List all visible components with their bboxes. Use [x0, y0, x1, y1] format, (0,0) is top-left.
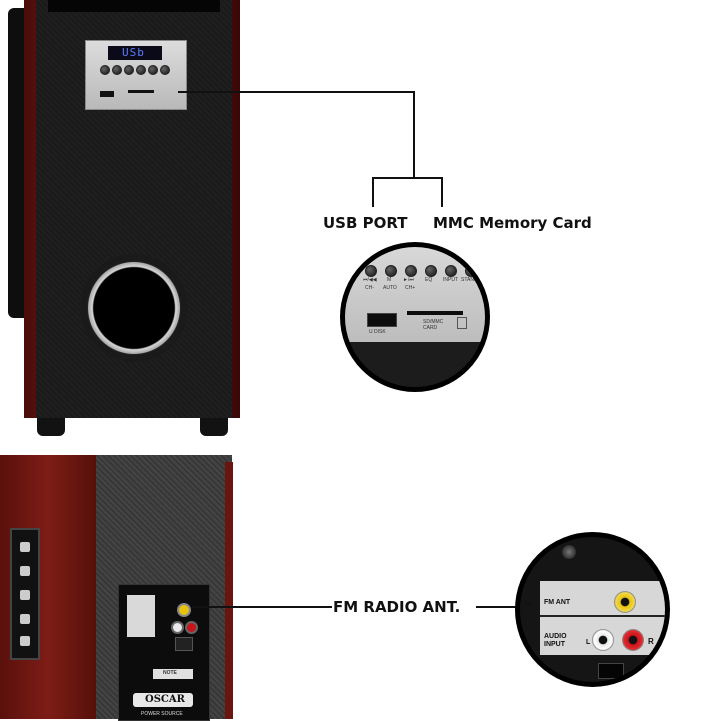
zoom-label-mode: M: [387, 277, 392, 283]
mode-button[interactable]: [112, 65, 122, 75]
back-cabinet-edge: [225, 462, 233, 719]
back-note-text: NOTE: [163, 670, 177, 676]
zoom-usb-port[interactable]: [367, 313, 397, 327]
zoom-label-standby: STANDBY: [461, 277, 485, 283]
speaker-foot-right: [200, 418, 228, 436]
led-display: USb: [108, 46, 162, 60]
zoom-card-icon: [457, 317, 467, 329]
callout-line-v3: [441, 177, 443, 207]
back-power-source: POWER SOURCE: [141, 711, 183, 717]
side-switch-1[interactable]: [20, 542, 30, 552]
card-slot[interactable]: [128, 90, 154, 93]
zoom-label-prev: ⏮/◀◀: [363, 277, 377, 283]
standby-button[interactable]: [160, 65, 170, 75]
eq-button[interactable]: [136, 65, 146, 75]
zoom-next-button[interactable]: [405, 265, 417, 277]
zoom-right-mark: R: [648, 637, 654, 646]
speaker-side-shadow: [8, 8, 28, 318]
zoom-rca-red[interactable]: [622, 629, 644, 651]
usb-port-label: USB PORT: [323, 214, 408, 232]
zoom-screw: [562, 545, 576, 559]
panel-buttons: [100, 65, 180, 77]
zoom-left-mark: L: [586, 639, 591, 646]
back-power-switch[interactable]: [175, 637, 193, 651]
callout-line-h2: [372, 177, 443, 179]
zoom-input-button[interactable]: [445, 265, 457, 277]
zoom-usb-caption: U DISK: [369, 329, 386, 335]
fm-radio-label: FM RADIO ANT.: [333, 598, 461, 616]
zoom-rca-yellow[interactable]: [614, 591, 636, 613]
zoom-label-eq: EQ: [425, 277, 433, 283]
prev-button[interactable]: [100, 65, 110, 75]
zoom-sub-labels: CH- AUTO CH+: [361, 285, 481, 293]
back-rca-yellow[interactable]: [177, 603, 191, 617]
zoom-mode-button[interactable]: [385, 265, 397, 277]
callout-line-h1: [178, 91, 415, 93]
back-note-plate: NOTE: [153, 669, 193, 679]
zoom-fm-label: FM ANT: [544, 599, 571, 606]
zoom-sub-ch-minus: CH-: [365, 285, 374, 291]
top-speaker: [8, 0, 240, 420]
mmc-card-label: MMC Memory Card: [433, 214, 592, 232]
zoom-label-input: INPUT: [443, 277, 458, 283]
back-brand-plate: OSCAR: [133, 693, 193, 707]
callout-line-v2: [372, 177, 374, 207]
callout-line-fm-left: [192, 606, 332, 608]
usb-slot[interactable]: [100, 91, 114, 97]
zoom-prev-button[interactable]: [365, 265, 377, 277]
side-switch-strip: [10, 528, 40, 660]
side-switch-3[interactable]: [20, 590, 30, 600]
bass-port-ring: [88, 262, 180, 354]
zoom-bottom-divider: [540, 615, 665, 617]
control-panel: USb: [85, 40, 187, 110]
zoom-card-slot[interactable]: [407, 311, 463, 315]
zoom-card-caption: SD/MMC CARD: [423, 319, 444, 331]
input-button[interactable]: [148, 65, 158, 75]
bass-port: [80, 254, 188, 362]
zoom-power-socket[interactable]: [598, 663, 624, 679]
callout-line-v1: [413, 91, 415, 179]
back-rca-red[interactable]: [185, 621, 198, 634]
side-switch-2[interactable]: [20, 566, 30, 576]
back-rca-white[interactable]: [171, 621, 184, 634]
zoom-side-mark: 14: [524, 601, 532, 608]
zoom-button-labels: ⏮/◀◀ M ►/⏭ EQ INPUT STANDBY: [361, 277, 485, 285]
zoom-label-next: ►/⏭: [403, 277, 414, 283]
zoom-sub-ch-plus: CH+: [405, 285, 416, 291]
callout-line-fm-right: [476, 606, 520, 608]
back-brand-text: OSCAR: [145, 694, 185, 705]
zoom-standby-button[interactable]: [465, 265, 477, 277]
zoom-panel-plate: [345, 247, 485, 342]
led-display-text: USb: [122, 46, 145, 59]
side-switch-5[interactable]: [20, 636, 30, 646]
zoom-buttons-row: [361, 265, 485, 279]
back-panel-plate: NOTE OSCAR POWER SOURCE: [118, 584, 210, 721]
zoom-sub-auto: AUTO: [383, 285, 397, 291]
speaker-foot-left: [37, 418, 65, 436]
zoom-audio-label-2: INPUT: [544, 641, 565, 648]
zoom-rca-white[interactable]: [592, 629, 614, 651]
zoom-circle-bottom: 14 FM ANT AUDIO INPUT L R: [515, 532, 670, 687]
back-panel-info-label: [127, 595, 155, 637]
zoom-circle-top: ⏮/◀◀ M ►/⏭ EQ INPUT STANDBY CH- AUTO CH+…: [340, 242, 490, 392]
speaker-top-strip: [48, 0, 220, 12]
zoom-eq-button[interactable]: [425, 265, 437, 277]
zoom-audio-label-1: AUDIO: [544, 633, 567, 640]
next-button[interactable]: [124, 65, 134, 75]
side-switch-4[interactable]: [20, 614, 30, 624]
